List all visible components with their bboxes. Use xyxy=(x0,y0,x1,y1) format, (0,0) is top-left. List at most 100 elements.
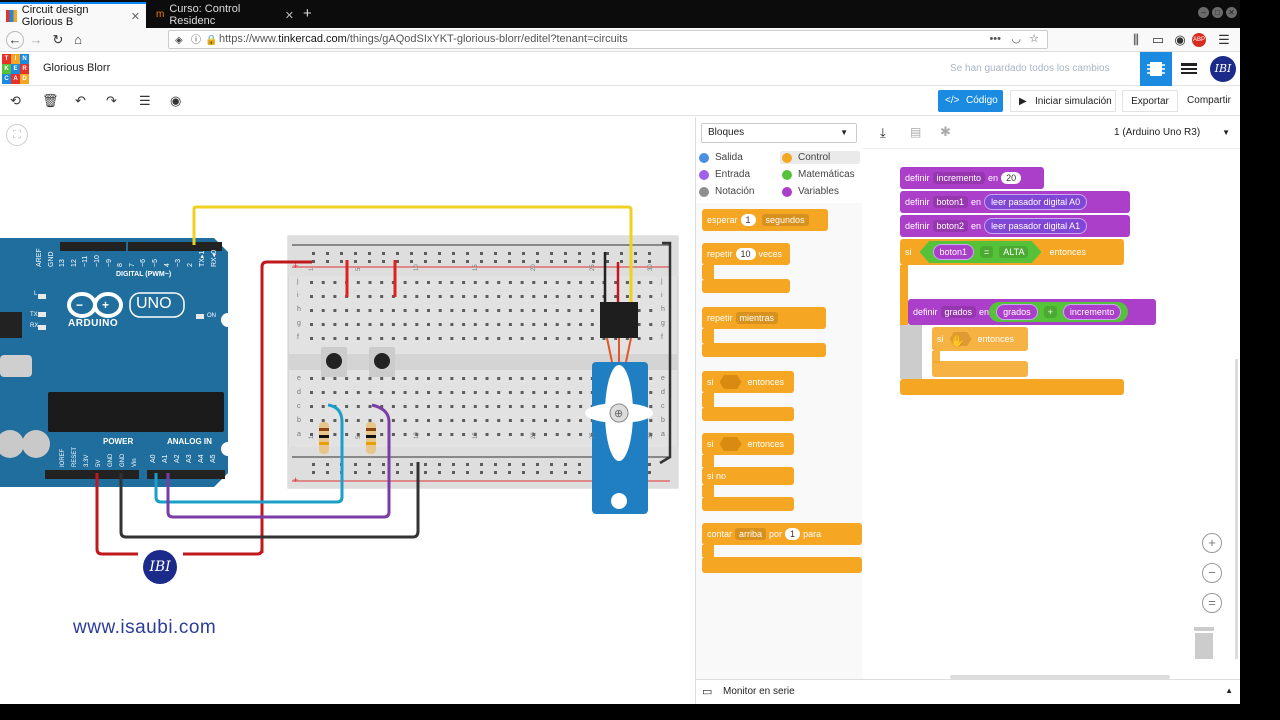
wire-cyan-a0[interactable] xyxy=(154,403,344,504)
variable-dropdown[interactable]: grados xyxy=(940,306,977,318)
download-icon[interactable]: ⤓ xyxy=(880,125,886,140)
category-variables[interactable]: Variables xyxy=(782,186,839,197)
minimize-icon[interactable]: – xyxy=(1198,7,1209,18)
horizontal-scrollbar[interactable] xyxy=(950,675,1170,679)
zoom-reset-icon[interactable]: = xyxy=(1202,593,1222,613)
tab-course[interactable]: m Curso: Control Residenc ✕ xyxy=(150,2,300,28)
pocket-icon[interactable]: ◡ xyxy=(1011,33,1021,45)
category-control[interactable]: Control xyxy=(780,151,860,164)
condition-slot[interactable] xyxy=(949,332,972,346)
resistor-2[interactable] xyxy=(366,422,376,454)
pin-dropdown[interactable]: A1 xyxy=(1069,221,1081,231)
notes-icon[interactable]: ☰ xyxy=(139,93,151,108)
new-tab-icon[interactable]: + xyxy=(303,5,312,22)
share-button[interactable]: Compartir xyxy=(1187,95,1231,106)
back-icon[interactable]: ← xyxy=(6,31,24,49)
upload-icon[interactable]: ▤ xyxy=(910,125,922,139)
if-boton1-block[interactable]: si boton1 = ALTA entonces xyxy=(900,239,1124,265)
visibility-icon[interactable]: ◉ xyxy=(170,93,182,108)
define-boton1-block[interactable]: definir boton1 en leer pasador digital A… xyxy=(900,191,1130,213)
wait-unit-dropdown[interactable]: segundos xyxy=(761,214,809,226)
device-dropdown[interactable]: 1 (Arduino Uno R3) ▼ xyxy=(1112,123,1236,143)
zoom-in-icon[interactable]: + xyxy=(1202,533,1222,553)
fit-view-icon[interactable]: ⛶ xyxy=(6,124,28,146)
resistor-1[interactable] xyxy=(319,422,329,454)
close-window-icon[interactable]: ✕ xyxy=(1226,7,1237,18)
info-icon[interactable]: ⓘ xyxy=(191,35,201,46)
undo-icon[interactable]: ↶ xyxy=(75,93,86,108)
address-bar[interactable]: ◈ ⓘ 🔒 https://www.tinkercad.com/things/g… xyxy=(168,30,1048,49)
pushbutton-2[interactable] xyxy=(369,347,395,377)
trash-icon[interactable] xyxy=(1192,625,1216,661)
close-tab-icon[interactable]: ✕ xyxy=(130,10,140,23)
variable-dropdown[interactable]: incremento xyxy=(932,172,986,184)
export-button[interactable]: Exportar xyxy=(1122,90,1178,112)
if-block[interactable]: si entonces xyxy=(702,371,794,393)
variable-reporter[interactable]: boton1 xyxy=(932,244,975,260)
wire-red-5v[interactable] xyxy=(95,473,264,556)
count-direction-dropdown[interactable]: arriba xyxy=(735,528,767,540)
arduino-uno[interactable]: − + xyxy=(0,238,235,487)
delete-icon[interactable]: 🗑 xyxy=(42,93,59,108)
reload-icon[interactable]: ↻ xyxy=(52,32,64,47)
define-incremento-block[interactable]: definir incremento en 20 xyxy=(900,167,1044,189)
zoom-out-icon[interactable]: − xyxy=(1202,563,1222,583)
repeat-block[interactable]: repetir 10 veces xyxy=(702,243,790,265)
chevron-up-icon[interactable]: ▲ xyxy=(1225,686,1233,695)
value-input[interactable]: 20 xyxy=(1001,172,1022,184)
home-icon[interactable]: ⌂ xyxy=(74,32,82,47)
count-block[interactable]: contar arriba por 1 para xyxy=(702,523,862,545)
operator-dropdown[interactable]: = xyxy=(980,246,994,258)
math-operation-block[interactable]: grados + incremento xyxy=(989,302,1129,322)
code-workspace[interactable]: definir incremento en 20 definir boton1 … xyxy=(862,149,1240,679)
serial-monitor-bar[interactable]: ▭ Monitor en serie ▲ xyxy=(696,679,1240,704)
category-notacion[interactable]: Notación xyxy=(699,186,754,197)
compare-block[interactable]: boton1 = ALTA xyxy=(919,241,1042,263)
redo-icon[interactable]: ↷ xyxy=(106,93,117,108)
close-tab-icon[interactable]: ✕ xyxy=(284,9,294,22)
read-digital-pin-block[interactable]: leer pasador digital A1 xyxy=(984,218,1088,234)
project-title[interactable]: Glorious Blorr xyxy=(43,62,111,74)
code-button[interactable]: </> Código xyxy=(938,90,1003,112)
component-list-icon[interactable] xyxy=(1180,62,1198,76)
if-else-block[interactable]: si entonces xyxy=(702,433,794,455)
wait-value[interactable]: 1 xyxy=(740,214,756,226)
wire-red-rail[interactable] xyxy=(260,260,312,553)
wire-black-rail[interactable] xyxy=(659,241,672,465)
repeat-while-block[interactable]: repetir mientras xyxy=(702,307,826,329)
servo-motor[interactable]: ⊕ xyxy=(585,302,653,514)
pushbutton-1[interactable] xyxy=(321,347,347,377)
account-icon[interactable]: ◉ xyxy=(1174,32,1186,47)
editor-mode-dropdown[interactable]: Bloques ▼ xyxy=(701,123,857,143)
rotate-icon[interactable]: ⟲ xyxy=(10,93,21,108)
library-icon[interactable]: ⫼ xyxy=(1133,32,1139,47)
bookmark-star-icon[interactable]: ☆ xyxy=(1029,33,1039,45)
category-salida[interactable]: Salida xyxy=(699,152,743,163)
shield-icon[interactable]: ◈ xyxy=(175,35,183,46)
sidebar-icon[interactable]: ▭ xyxy=(1151,32,1165,47)
variable-dropdown[interactable]: boton2 xyxy=(932,220,969,232)
read-digital-pin-block[interactable]: leer pasador digital A0 xyxy=(984,194,1088,210)
repeat-mode-dropdown[interactable]: mientras xyxy=(735,312,779,324)
condition-slot[interactable] xyxy=(719,437,742,451)
wire-black-gnd[interactable] xyxy=(119,462,420,539)
variable-reporter[interactable]: grados xyxy=(996,304,1038,320)
hamburger-menu-icon[interactable]: ☰ xyxy=(1218,32,1230,47)
user-avatar[interactable]: IBI xyxy=(1210,56,1236,82)
define-boton2-block[interactable]: definir boton2 en leer pasador digital A… xyxy=(900,215,1130,237)
wire-yellow[interactable] xyxy=(192,205,633,302)
block-palette[interactable]: esperar 1 segundos repetir 10 veces repe… xyxy=(696,203,862,679)
dragging-if-block[interactable]: si entonces xyxy=(932,327,1028,351)
condition-slot[interactable] xyxy=(719,375,742,389)
maximize-icon[interactable]: □ xyxy=(1212,7,1223,18)
forward-icon[interactable]: → xyxy=(29,32,43,47)
variable-dropdown[interactable]: boton1 xyxy=(932,196,969,208)
category-entrada[interactable]: Entrada xyxy=(699,169,750,180)
page-actions-icon[interactable]: ••• xyxy=(989,33,1001,45)
start-simulation-button[interactable]: ▶ Iniciar simulación xyxy=(1010,90,1116,112)
variable-reporter[interactable]: incremento xyxy=(1062,304,1122,320)
adblock-icon[interactable]: ABP xyxy=(1192,33,1206,47)
value-dropdown[interactable]: ALTA xyxy=(999,246,1029,258)
wait-block[interactable]: esperar 1 segundos xyxy=(702,209,828,231)
